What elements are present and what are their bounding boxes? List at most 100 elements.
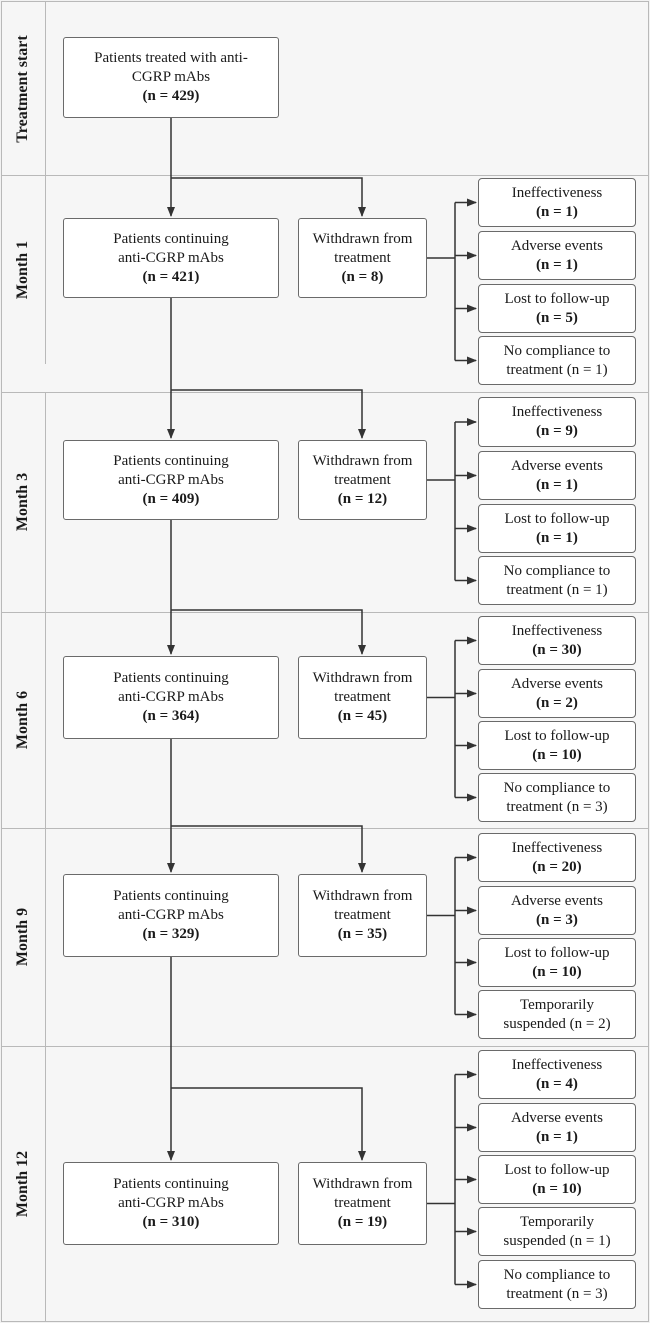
- box-line: Lost to follow-up: [504, 510, 610, 527]
- box-line: anti-CGRP mAbs: [118, 1195, 224, 1211]
- box-reason-no-compliance: No compliance to treatment (n = 3): [478, 1260, 636, 1309]
- box-continuing-month-6: Patients continuing anti-CGRP mAbs (n = …: [63, 656, 279, 739]
- box-line: treatment: [334, 1195, 391, 1211]
- box-line: Temporarily: [520, 996, 594, 1013]
- box-line: CGRP mAbs: [131, 69, 211, 85]
- box-reason-adverse-events: Adverse events (n = 2): [478, 669, 636, 718]
- box-reason-adverse-events: Adverse events (n = 1): [478, 451, 636, 500]
- box-patients-treated: Patients treated with anti- CGRP mAbs (n…: [63, 37, 279, 118]
- box-count: (n = 1): [536, 476, 578, 493]
- box-continuing-month-9: Patients continuing anti-CGRP mAbs (n = …: [63, 874, 279, 957]
- lane-separator: [1, 175, 648, 176]
- box-line: Lost to follow-up: [504, 727, 610, 744]
- box-count: (n = 429): [142, 88, 200, 104]
- box-count: (n = 364): [142, 708, 200, 724]
- box-count: (n = 1): [536, 203, 578, 220]
- box-reason-ineffectiveness: Ineffectiveness (n = 20): [478, 833, 636, 882]
- box-count: (n = 10): [532, 963, 582, 980]
- box-line: anti-CGRP mAbs: [118, 249, 224, 266]
- box-count: (n = 8): [341, 268, 384, 285]
- box-count: (n = 4): [536, 1075, 578, 1092]
- box-line: Patients treated with anti-: [94, 50, 248, 66]
- lane-label-treatment-start: Treatment start: [14, 34, 31, 143]
- box-reason-ineffectiveness: Ineffectiveness (n = 9): [478, 397, 636, 447]
- box-count: (n = 329): [142, 926, 200, 942]
- lane-month-12: Month 12: [1, 1046, 46, 1321]
- box-line: treatment: [334, 907, 391, 923]
- box-count: (n = 3): [536, 911, 578, 928]
- box-line: anti-CGRP mAbs: [118, 471, 224, 488]
- box-reason-ineffectiveness: Ineffectiveness (n = 1): [478, 178, 636, 227]
- box-line: treatment: [334, 471, 391, 488]
- box-withdrawn-month-9: Withdrawn from treatment (n = 35): [298, 874, 427, 957]
- box-line: Ineffectiveness: [511, 1056, 603, 1073]
- box-count: (n = 30): [532, 641, 582, 658]
- box-reason-lost-to-follow-up: Lost to follow-up (n = 10): [478, 721, 636, 770]
- box-reason-lost-to-follow-up: Lost to follow-up (n = 10): [478, 1155, 636, 1204]
- box-line: treatment: [334, 249, 391, 266]
- box-continuing-month-3: Patients continuing anti-CGRP mAbs (n = …: [63, 440, 279, 520]
- box-continuing-month-1: Patients continuing anti-CGRP mAbs (n = …: [63, 218, 279, 298]
- box-line: Lost to follow-up: [504, 944, 610, 961]
- box-line: anti-CGRP mAbs: [118, 689, 224, 705]
- box-line: suspended (n = 2): [503, 1015, 611, 1032]
- lane-label-month-6: Month 6: [14, 690, 31, 750]
- box-count: (n = 409): [142, 490, 200, 507]
- box-line: Adverse events: [510, 457, 604, 474]
- box-line: Withdrawn from: [312, 670, 413, 686]
- box-count: (n = 1): [536, 1128, 578, 1145]
- lane-label-month-12: Month 12: [14, 1150, 31, 1217]
- box-line: Withdrawn from: [312, 230, 413, 247]
- box-count: (n = 1): [536, 529, 578, 546]
- box-line: Withdrawn from: [312, 1176, 413, 1192]
- box-withdrawn-month-12: Withdrawn from treatment (n = 19): [298, 1162, 427, 1245]
- box-line: Withdrawn from: [312, 452, 413, 469]
- box-count: (n = 9): [536, 423, 578, 439]
- lane-month-6: Month 6: [1, 612, 46, 828]
- lane-treatment-start: Treatment start: [1, 2, 46, 175]
- box-line: Ineffectiveness: [511, 184, 603, 201]
- box-reason-ineffectiveness: Ineffectiveness (n = 30): [478, 616, 636, 665]
- box-line: Temporarily: [520, 1213, 594, 1230]
- box-count: (n = 20): [532, 858, 582, 875]
- lane-separator: [1, 1046, 648, 1047]
- box-line: treatment (n = 1): [506, 361, 608, 378]
- box-line: Patients continuing: [113, 888, 229, 904]
- box-withdrawn-month-6: Withdrawn from treatment (n = 45): [298, 656, 427, 739]
- lane-separator: [1, 612, 648, 613]
- box-reason-adverse-events: Adverse events (n = 1): [478, 1103, 636, 1152]
- box-line: treatment (n = 1): [506, 581, 608, 598]
- box-line: treatment (n = 3): [506, 1285, 608, 1302]
- box-line: Adverse events: [510, 1109, 604, 1126]
- box-line: No compliance to: [503, 562, 611, 579]
- box-reason-adverse-events: Adverse events (n = 1): [478, 231, 636, 280]
- box-line: Lost to follow-up: [504, 1161, 610, 1178]
- box-reason-ineffectiveness: Ineffectiveness (n = 4): [478, 1050, 636, 1099]
- box-reason-no-compliance: No compliance to treatment (n = 3): [478, 773, 636, 822]
- box-count: (n = 421): [142, 268, 200, 285]
- box-reason-temporarily-suspended: Temporarily suspended (n = 1): [478, 1207, 636, 1256]
- box-withdrawn-month-1: Withdrawn from treatment (n = 8): [298, 218, 427, 298]
- box-count: (n = 19): [337, 1214, 388, 1230]
- box-line: Ineffectiveness: [511, 839, 603, 856]
- box-count: (n = 45): [337, 708, 388, 724]
- box-count: (n = 2): [536, 694, 578, 711]
- box-reason-no-compliance: No compliance to treatment (n = 1): [478, 336, 636, 385]
- box-count: (n = 10): [532, 746, 582, 763]
- box-withdrawn-month-3: Withdrawn from treatment (n = 12): [298, 440, 427, 520]
- box-reason-lost-to-follow-up: Lost to follow-up (n = 5): [478, 284, 636, 333]
- lane-label-month-3: Month 3: [14, 472, 31, 532]
- box-count: (n = 310): [142, 1214, 200, 1230]
- box-line: No compliance to: [503, 342, 611, 359]
- box-line: suspended (n = 1): [503, 1232, 611, 1249]
- box-reason-adverse-events: Adverse events (n = 3): [478, 886, 636, 935]
- box-count: (n = 5): [536, 309, 578, 326]
- lane-label-month-9: Month 9: [14, 907, 31, 967]
- box-line: Patients continuing: [113, 452, 229, 469]
- box-line: Lost to follow-up: [504, 290, 610, 307]
- box-line: Withdrawn from: [312, 888, 413, 904]
- box-line: No compliance to: [503, 779, 611, 796]
- box-line: Patients continuing: [113, 230, 229, 247]
- lane-month-1: Month 1: [1, 175, 46, 364]
- lane-month-9: Month 9: [1, 828, 46, 1046]
